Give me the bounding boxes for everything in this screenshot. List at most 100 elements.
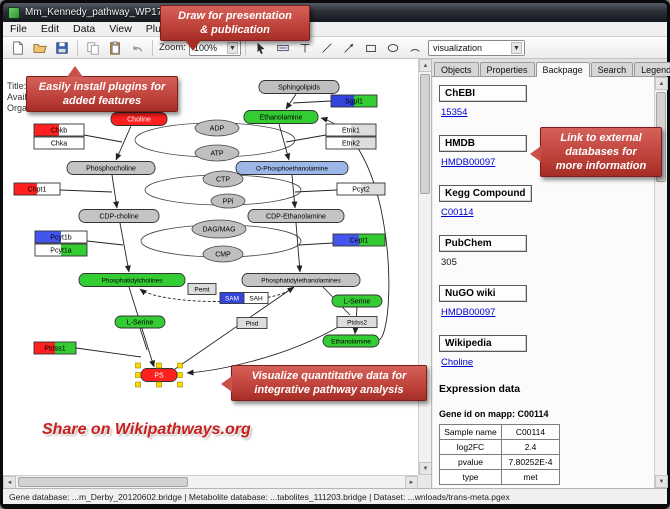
- pathway-edge[interactable]: [139, 327, 148, 351]
- phosphocholine-node[interactable]: Phosphocholine: [66, 161, 156, 175]
- ethanolamine-bottom-node[interactable]: Ethanolamine: [322, 334, 380, 348]
- chevron-down-icon[interactable]: ▼: [226, 41, 238, 54]
- cmp-node[interactable]: CMP: [202, 245, 244, 263]
- visualization-combobox[interactable]: visualization ▼: [428, 40, 525, 56]
- arrow-tool-button[interactable]: [339, 39, 359, 57]
- wikipedia-link[interactable]: Choline: [441, 357, 474, 368]
- phosphatidylethanolamines-node[interactable]: Phosphatidylethanolamines: [241, 273, 361, 287]
- menu-view[interactable]: View: [109, 23, 132, 35]
- selection-handle[interactable]: [135, 372, 141, 378]
- undo-button[interactable]: [127, 39, 147, 57]
- tab-properties[interactable]: Properties: [479, 62, 535, 76]
- pathway-edge[interactable]: [111, 174, 119, 209]
- chka-node[interactable]: Chka: [33, 136, 85, 150]
- phosphatidylserines-node[interactable]: PS: [135, 362, 183, 388]
- sgpl1-node[interactable]: Sgpl1: [330, 94, 378, 108]
- l-serine-left-node[interactable]: L-Serine: [114, 315, 166, 329]
- zoom-combobox[interactable]: 100% ▼: [188, 39, 241, 56]
- datanode-tool-button[interactable]: [273, 39, 293, 57]
- ellipse-tool-button[interactable]: [383, 39, 403, 57]
- save-button[interactable]: [52, 39, 72, 57]
- selection-handle[interactable]: [177, 381, 183, 388]
- chebi-link[interactable]: 15354: [441, 107, 468, 118]
- tab-backpage[interactable]: Backpage: [535, 62, 590, 77]
- label-tool-button[interactable]: [295, 39, 315, 57]
- pathway-edge[interactable]: [139, 286, 294, 302]
- pcyt1b-node[interactable]: Pcyt1b: [34, 230, 88, 244]
- title-bar[interactable]: Mm_Kennedy_pathway_WP1771_45176.gpml: [3, 3, 667, 22]
- pathway-edge[interactable]: [186, 325, 341, 376]
- scroll-up-icon[interactable]: ▲: [419, 59, 431, 72]
- pathway-edge[interactable]: [292, 100, 332, 104]
- sam-node[interactable]: SAM: [219, 292, 245, 304]
- atp-node[interactable]: ATP: [194, 144, 240, 162]
- selection-handle[interactable]: [177, 372, 183, 378]
- scroll-down-icon[interactable]: ▼: [419, 462, 431, 475]
- pathway-edge[interactable]: [119, 222, 131, 273]
- menu-edit[interactable]: Edit: [40, 23, 60, 35]
- menu-data[interactable]: Data: [73, 23, 96, 35]
- sphingolipids-node[interactable]: Sphingolipids: [258, 80, 340, 94]
- pathway-edge[interactable]: [294, 189, 338, 193]
- l-serine-right-node[interactable]: L-Serine: [331, 294, 383, 308]
- new-button[interactable]: [8, 39, 28, 57]
- tab-search[interactable]: Search: [590, 62, 634, 76]
- ptdss2-node[interactable]: Ptdss2: [336, 316, 378, 328]
- hmdb-link[interactable]: HMDB00097: [441, 157, 496, 168]
- pathway-edge[interactable]: [285, 134, 327, 143]
- scroll-right-icon[interactable]: ►: [405, 476, 418, 488]
- kegg-link[interactable]: C00114: [441, 207, 474, 218]
- tab-objects[interactable]: Objects: [434, 62, 479, 76]
- menu-file[interactable]: File: [10, 23, 27, 35]
- pathway-edge[interactable]: [59, 189, 113, 193]
- sah-node[interactable]: SAH: [243, 292, 269, 304]
- pointer-tool-button[interactable]: [251, 39, 271, 57]
- scroll-up-icon[interactable]: ▲: [655, 77, 668, 90]
- selection-handle[interactable]: [156, 381, 162, 388]
- pathway-edge[interactable]: [86, 240, 124, 246]
- chpt1-node[interactable]: Chpt1: [13, 182, 61, 196]
- cdp-choline-node[interactable]: CDP-choline: [78, 209, 160, 223]
- pathway-edge[interactable]: [291, 174, 298, 209]
- pathway-edge[interactable]: [75, 347, 142, 358]
- selection-handle[interactable]: [135, 381, 141, 388]
- scroll-left-icon[interactable]: ◄: [3, 476, 16, 488]
- paste-button[interactable]: [105, 39, 125, 57]
- rectangle-tool-button[interactable]: [361, 39, 381, 57]
- copy-button[interactable]: [83, 39, 103, 57]
- phosphatidylcholines-node[interactable]: Phosphatidylcholines: [78, 273, 186, 287]
- line-tool-button[interactable]: [317, 39, 337, 57]
- pathway-edge[interactable]: [285, 93, 297, 110]
- ethanolamine-top-node[interactable]: Ethanolamine: [243, 110, 319, 124]
- pcyt1a-node[interactable]: Pcyt1a: [34, 243, 88, 257]
- tab-legend[interactable]: Legend: [634, 62, 670, 76]
- ctp-node[interactable]: CTP: [202, 170, 244, 188]
- cept1-node[interactable]: Cept1: [332, 233, 386, 247]
- canvas-vertical-scrollbar[interactable]: ▲ ▼: [418, 59, 431, 475]
- canvas-horizontal-scrollbar[interactable]: ◄ ►: [3, 475, 418, 488]
- chevron-down-icon[interactable]: ▼: [511, 42, 522, 54]
- arc-tool-button[interactable]: [405, 39, 425, 57]
- pathway-edge[interactable]: [83, 134, 123, 143]
- nugo-wiki-link[interactable]: HMDB00097: [441, 307, 496, 318]
- scrollbar-thumb[interactable]: [420, 74, 430, 194]
- adp-node[interactable]: ADP: [194, 119, 240, 137]
- pathway-edge[interactable]: [115, 125, 132, 161]
- choline-node[interactable]: Choline: [110, 112, 168, 126]
- open-button[interactable]: [30, 39, 50, 57]
- etnk1-node[interactable]: Etnk1: [325, 123, 377, 137]
- chkb-node[interactable]: Chkb: [33, 123, 85, 137]
- scroll-down-icon[interactable]: ▼: [655, 475, 668, 488]
- pisd-node[interactable]: Pisd: [236, 317, 268, 329]
- etnk2-node[interactable]: Etnk2: [325, 136, 377, 150]
- scrollbar-thumb[interactable]: [18, 477, 188, 487]
- ptdss1-node[interactable]: Ptdss1: [33, 341, 77, 355]
- pathway-edge[interactable]: [298, 242, 334, 246]
- cdp-ethanolamine-node[interactable]: CDP-Ethanolamine: [247, 209, 345, 223]
- pathway-edge[interactable]: [174, 286, 295, 370]
- pathway-edge[interactable]: [295, 222, 303, 273]
- selection-handle[interactable]: [177, 362, 183, 369]
- o-phosphoethanolamine-node[interactable]: O-Phosphoethanolamine: [235, 161, 349, 175]
- dag-mag-node[interactable]: DAG/MAG: [191, 219, 247, 239]
- selection-handle[interactable]: [156, 362, 162, 369]
